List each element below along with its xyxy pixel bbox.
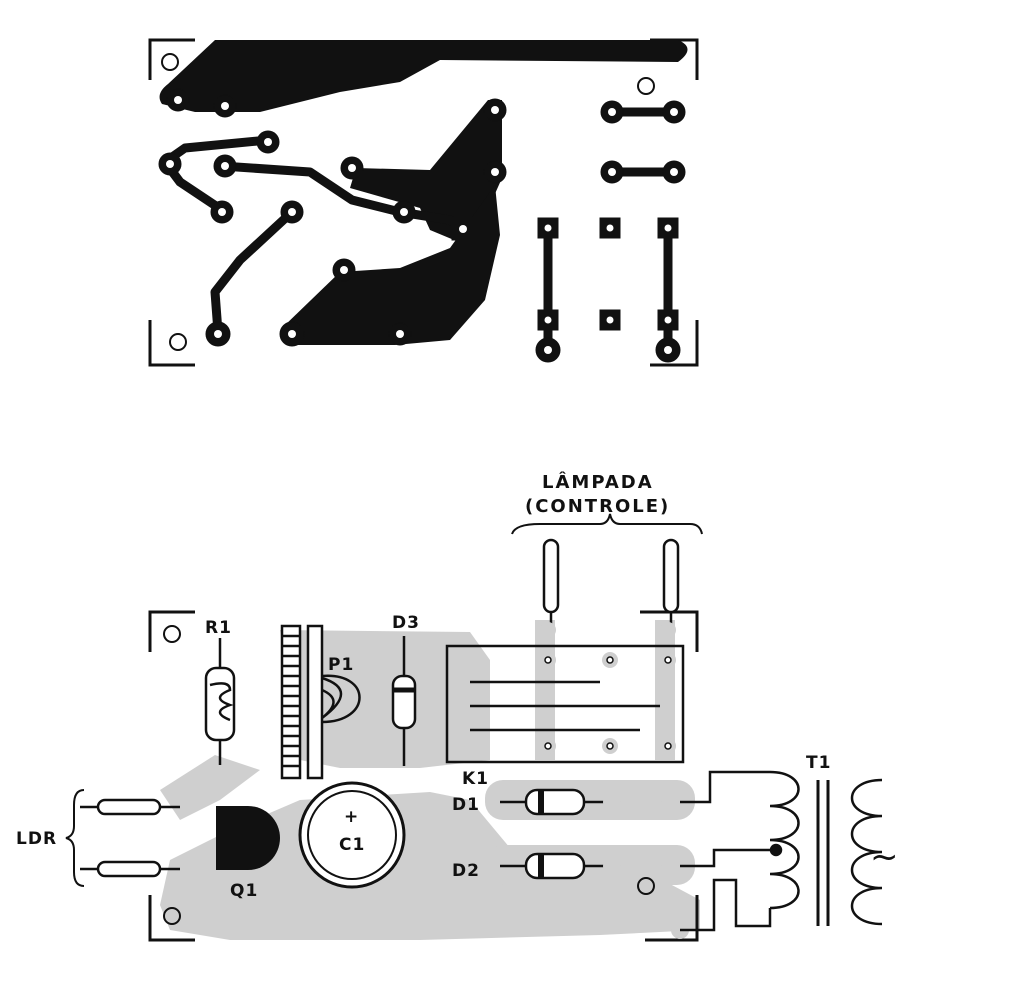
component-board-corner-marks [148,610,699,942]
label-c1-plus: + [344,807,359,827]
capacitor-c1 [298,781,406,889]
label-d2: D2 [452,861,480,881]
lamp-wires [540,538,680,638]
label-lamp-line2: (CONTROLE) [525,496,670,517]
trimmer-p1 [280,624,361,780]
label-k1: K1 [462,769,489,789]
label-ldr: LDR [16,829,57,849]
label-d1: D1 [452,795,480,815]
label-p1: P1 [328,655,354,675]
label-t1: T1 [806,753,831,773]
component-mounting-holes [163,625,655,925]
diode-d1 [500,788,610,816]
label-lamp-line1: LÂMPADA [542,471,654,493]
diagram-labels: R1 P1 D3 K1 D1 D2 T1 Q1 C1 + LDR LÂMPADA… [16,471,899,901]
transistor-q1 [216,806,280,870]
component-layout [65,513,883,942]
label-d3: D3 [392,613,420,633]
label-r1: R1 [205,618,232,638]
mounting-holes [161,53,655,351]
transformer-t1 [680,770,883,932]
ldr-brace [65,789,85,887]
lamp-brace [511,513,703,535]
copper-layout [148,38,699,367]
relay-k1 [445,644,685,764]
ldr-leads [80,798,180,878]
diode-d3 [391,636,417,766]
top-copper-area [159,40,688,112]
label-q1: Q1 [230,881,258,901]
resistor-r1 [204,638,236,765]
label-c1: C1 [339,835,365,855]
middle-copper-area [350,100,502,250]
bottom-copper-area [282,185,500,345]
copper-pads [158,88,686,363]
label-ac-symbol: ~ [870,837,899,877]
